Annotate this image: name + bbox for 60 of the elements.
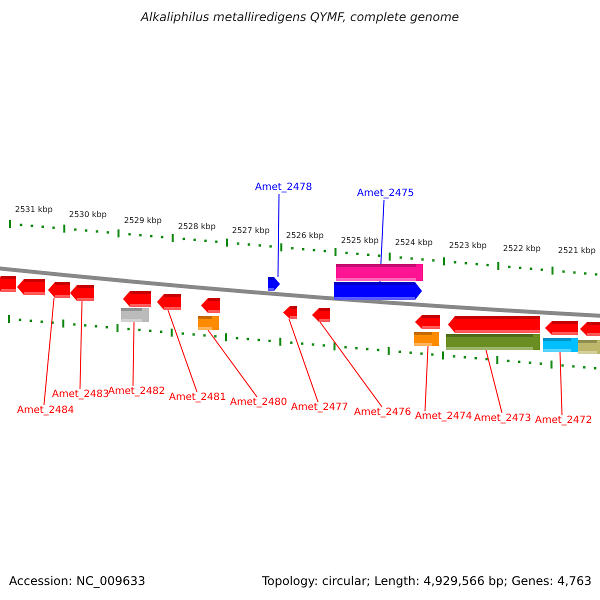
gene-label: Amet_2480	[230, 397, 288, 409]
leader-line	[208, 330, 258, 398]
leader-line	[132, 322, 134, 386]
gene-symbol	[0, 276, 16, 292]
gene-symbol	[545, 321, 578, 335]
scale-label: 2525 kbp	[341, 235, 379, 247]
gene-symbol	[123, 291, 151, 307]
scale-label: 2522 kbp	[503, 243, 541, 255]
gene-label: Amet_2475	[357, 188, 414, 200]
gene-label: Amet_2482	[108, 386, 166, 398]
gene-label: Amet_2472	[535, 415, 592, 427]
gene-label: Amet_2483	[52, 389, 110, 401]
gene-bar	[414, 332, 439, 346]
leader-line	[288, 318, 318, 402]
leader-line	[320, 322, 382, 408]
scale-label: 2521 kbp	[558, 245, 596, 257]
scale-label: 2528 kbp	[178, 221, 216, 233]
gene-bar	[543, 338, 578, 352]
scale-label: 2524 kbp	[395, 237, 433, 249]
gene-bar	[121, 308, 149, 322]
leader-line	[424, 346, 428, 412]
scale-label: 2529 kbp	[124, 215, 162, 227]
scale-label: 2527 kbp	[232, 225, 270, 237]
scale-label: 2530 kbp	[69, 209, 107, 221]
gene-symbol	[17, 279, 45, 295]
leader-line	[44, 298, 54, 406]
gene-label: Amet_2474	[415, 411, 472, 423]
gene-symbol	[268, 277, 280, 291]
gene-symbol	[70, 285, 94, 301]
scale-label: 2523 kbp	[449, 240, 487, 252]
scale-label: 2531 kbp	[15, 204, 53, 216]
leader-line	[278, 194, 280, 278]
gene-symbol	[580, 322, 600, 336]
gene-bar	[578, 340, 600, 354]
gene-label: Amet_2481	[169, 392, 226, 404]
gene-bar	[446, 334, 540, 350]
leader-line	[486, 350, 502, 414]
gene-symbol	[201, 298, 220, 313]
gene-bar	[198, 316, 219, 330]
diagram-title: Alkaliphilus metalliredigens QYMF, complete genome	[139, 11, 460, 23]
scale-label: 2526 kbp	[286, 230, 324, 242]
gene-symbol	[415, 315, 440, 329]
gene-symbol	[312, 308, 330, 322]
gene-symbol	[48, 282, 70, 298]
gene-label: Amet_2484	[17, 405, 74, 417]
gene-symbol	[334, 282, 422, 300]
gene-label: Amet_2473	[474, 413, 532, 425]
genome-info-text: Topology: circular; Length: 4,929,566 bp; Genes: 4,763	[262, 575, 592, 587]
gene-symbol	[448, 316, 540, 333]
gene-label: Amet_2477	[291, 402, 348, 414]
leader-line	[168, 310, 198, 392]
accession-text: Accession: NC_009633	[9, 575, 146, 587]
gene-bar	[336, 264, 423, 281]
gene-symbol	[157, 294, 181, 310]
gene-symbol	[283, 306, 297, 319]
leader-line	[80, 300, 82, 390]
leader-line	[560, 352, 562, 416]
leader-line	[380, 200, 384, 282]
gene-label: Amet_2478	[255, 182, 312, 194]
gene-label: Amet_2476	[354, 407, 412, 419]
